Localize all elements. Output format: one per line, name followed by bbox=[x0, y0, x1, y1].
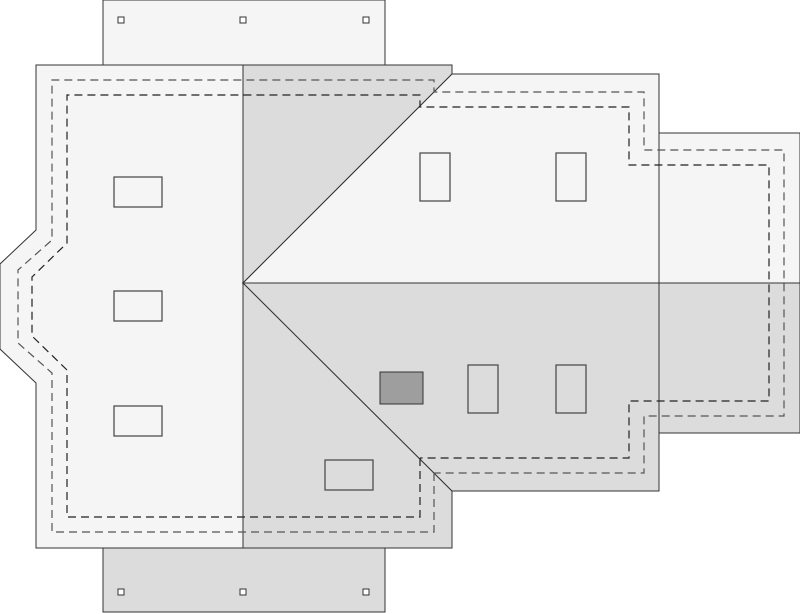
anchor-point bbox=[362, 16, 370, 24]
roof-window bbox=[467, 364, 499, 414]
roof-window bbox=[324, 459, 374, 491]
west-slope bbox=[0, 64, 244, 549]
anchor-point bbox=[362, 588, 370, 596]
roof-window bbox=[555, 364, 587, 414]
roof-window bbox=[555, 152, 587, 202]
east-extension-upper bbox=[658, 132, 800, 284]
roof-window bbox=[113, 405, 163, 437]
bottom-overhang bbox=[102, 547, 386, 613]
anchor-point bbox=[117, 588, 125, 596]
roof-window bbox=[113, 290, 163, 322]
gutter-line-outer bbox=[17, 79, 785, 533]
top-overhang bbox=[102, 0, 386, 66]
anchor-point bbox=[239, 16, 247, 24]
wing-south-slope bbox=[241, 282, 660, 492]
roof-window bbox=[113, 176, 163, 208]
chimney bbox=[379, 371, 424, 405]
gutter-line-inner bbox=[31, 94, 770, 518]
east-extension-lower bbox=[658, 282, 800, 434]
anchor-point bbox=[117, 16, 125, 24]
roof-window bbox=[419, 152, 451, 202]
anchor-point bbox=[239, 588, 247, 596]
